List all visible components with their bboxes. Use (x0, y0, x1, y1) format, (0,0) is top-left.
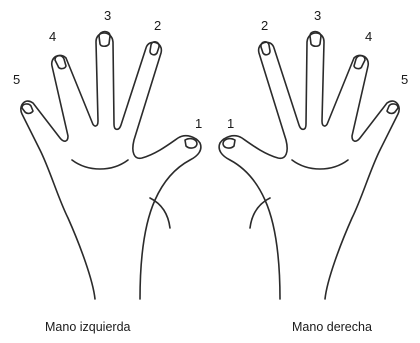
left-ring-nail (55, 56, 66, 69)
left-index-nail (150, 42, 159, 55)
right-hand-outline (219, 33, 399, 299)
right-knuckle-crease (292, 160, 348, 169)
right-pinky-nail (387, 104, 398, 113)
left-finger-3-label: 3 (104, 9, 111, 22)
left-knuckle-crease (72, 160, 128, 169)
left-finger-1-label: 1 (195, 117, 202, 130)
left-thumb-nail (185, 139, 197, 148)
right-finger-1-label: 1 (227, 117, 234, 130)
left-pinky-nail (22, 104, 33, 113)
right-hand-caption: Mano derecha (292, 321, 372, 334)
right-finger-2-label: 2 (261, 19, 268, 32)
left-finger-4-label: 4 (49, 30, 56, 43)
right-finger-3-label: 3 (314, 9, 321, 22)
right-palm-crease (250, 198, 270, 228)
right-finger-5-label: 5 (401, 73, 408, 86)
left-palm-crease (150, 198, 170, 228)
right-index-nail (261, 42, 270, 55)
left-hand-caption: Mano izquierda (45, 321, 130, 334)
left-hand (21, 32, 201, 300)
left-finger-2-label: 2 (154, 19, 161, 32)
right-hand (219, 32, 399, 300)
right-thumb-nail (223, 139, 235, 148)
left-finger-5-label: 5 (13, 73, 20, 86)
left-hand-outline (21, 33, 201, 299)
right-finger-4-label: 4 (365, 30, 372, 43)
right-ring-nail (354, 56, 365, 69)
